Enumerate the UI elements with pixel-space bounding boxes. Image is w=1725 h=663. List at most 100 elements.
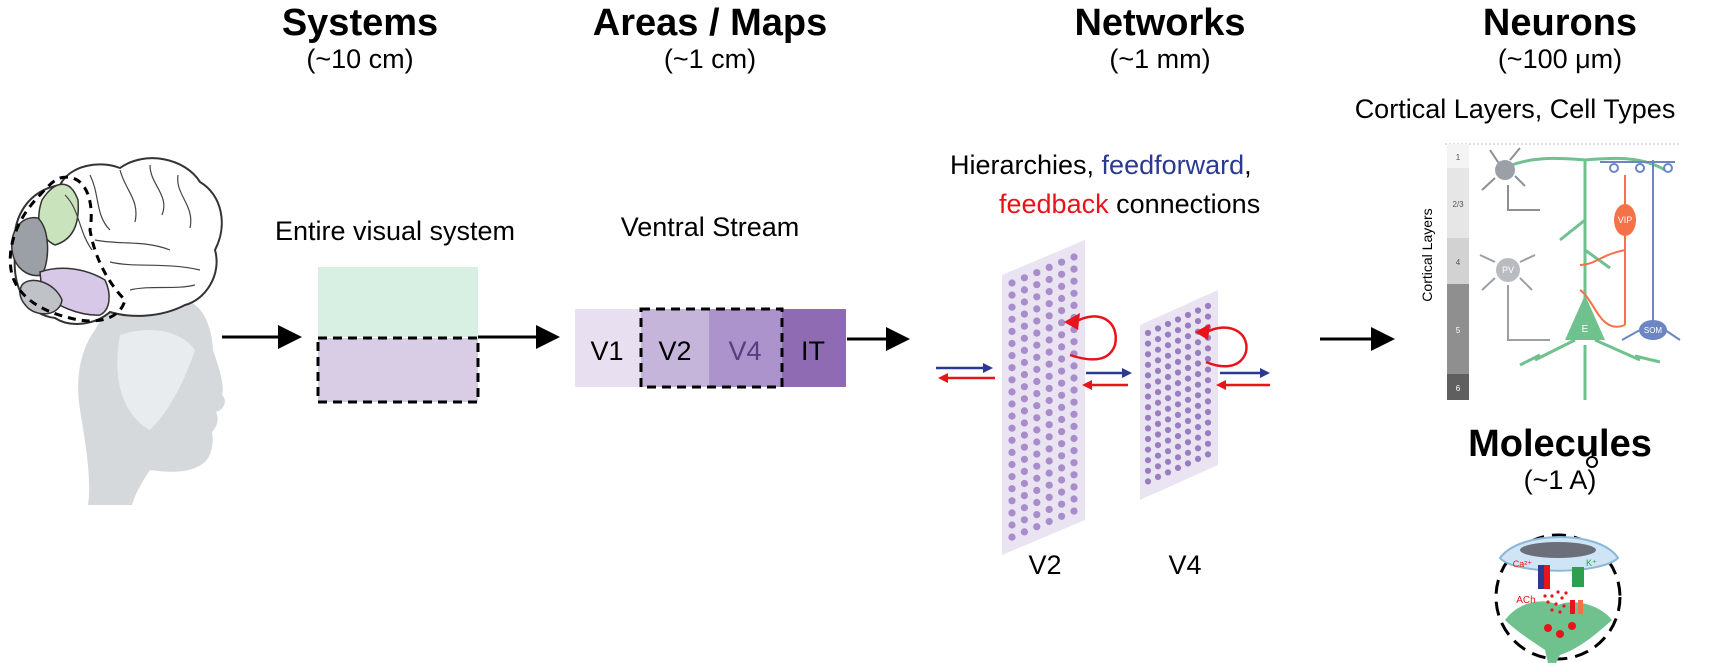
network-node bbox=[1070, 277, 1078, 285]
network-node bbox=[1033, 341, 1041, 349]
network-node bbox=[1184, 333, 1192, 340]
network-node bbox=[1144, 393, 1152, 400]
network-node bbox=[1144, 457, 1152, 464]
arrow-head-4 bbox=[1371, 327, 1395, 351]
network-node bbox=[1008, 448, 1016, 456]
head-illustration bbox=[8, 157, 225, 505]
network-node bbox=[1144, 414, 1152, 421]
recurrent-arrow-v4 bbox=[1204, 326, 1248, 368]
network-node bbox=[1194, 455, 1202, 462]
caption-comma: , bbox=[1244, 150, 1252, 180]
network-node bbox=[1184, 417, 1192, 425]
network-node bbox=[1070, 471, 1078, 479]
ach-dots bbox=[1543, 590, 1568, 614]
ach-molecule bbox=[1550, 594, 1554, 598]
areas-scale: (~1 cm) bbox=[663, 44, 757, 74]
network-node bbox=[1144, 361, 1152, 368]
network-node bbox=[1154, 410, 1162, 417]
network-node bbox=[1008, 521, 1016, 529]
brain-gyri bbox=[64, 164, 201, 291]
k-channel-2 bbox=[1578, 567, 1584, 587]
network-node bbox=[1033, 377, 1041, 386]
network-node bbox=[1184, 428, 1192, 435]
network-node bbox=[1194, 339, 1202, 346]
vesicle-organelle bbox=[1520, 542, 1596, 558]
network-node bbox=[1184, 375, 1192, 382]
network-node bbox=[1194, 413, 1202, 420]
network-node bbox=[1144, 372, 1152, 379]
network-node bbox=[1008, 364, 1016, 372]
e-neuron bbox=[1499, 156, 1666, 400]
network-node bbox=[1144, 351, 1152, 358]
network-node bbox=[1070, 459, 1078, 467]
network-node bbox=[1144, 382, 1152, 390]
network-node bbox=[1045, 457, 1053, 465]
network-node bbox=[1008, 303, 1016, 311]
network-node bbox=[1020, 298, 1028, 306]
network-node bbox=[1204, 408, 1212, 416]
network-node bbox=[1174, 401, 1182, 408]
vip-neuron bbox=[1579, 175, 1626, 328]
network-node bbox=[1058, 415, 1066, 424]
sheet-v4-dots bbox=[1144, 302, 1212, 485]
network-node bbox=[1070, 289, 1078, 297]
network-node bbox=[1154, 389, 1162, 396]
layer-label: 6 bbox=[1456, 384, 1461, 393]
network-node bbox=[1164, 373, 1172, 381]
network-node bbox=[1020, 419, 1028, 427]
network-node bbox=[1008, 388, 1016, 396]
network-node bbox=[1008, 509, 1016, 517]
network-node bbox=[1033, 402, 1041, 410]
network-node bbox=[1164, 331, 1172, 338]
network-node bbox=[1174, 422, 1182, 429]
network-node bbox=[1194, 392, 1202, 399]
pv-soma bbox=[1496, 258, 1520, 282]
network-node bbox=[1058, 258, 1066, 266]
network-node bbox=[1008, 473, 1016, 481]
network-node bbox=[1204, 355, 1212, 363]
network-node bbox=[1045, 300, 1053, 308]
network-node bbox=[1020, 334, 1028, 342]
network-node bbox=[1194, 318, 1202, 325]
network-node bbox=[1058, 403, 1066, 411]
network-node bbox=[1194, 349, 1202, 356]
recurrent-arrow-v2-head bbox=[1064, 313, 1080, 330]
network-node bbox=[1058, 500, 1066, 508]
network-node bbox=[1204, 398, 1212, 405]
network-node bbox=[1020, 516, 1028, 524]
network-node bbox=[1020, 274, 1028, 282]
ach-molecule bbox=[1558, 610, 1562, 614]
neurons-title: Neurons bbox=[1482, 2, 1638, 44]
network-node bbox=[1154, 378, 1162, 385]
network-node bbox=[1033, 523, 1041, 531]
network-node bbox=[1194, 402, 1202, 409]
ngf-neuron bbox=[1481, 147, 1540, 211]
network-node bbox=[1144, 467, 1152, 474]
k-channel-1 bbox=[1572, 567, 1578, 587]
network-node bbox=[1184, 343, 1192, 350]
network-node bbox=[1058, 428, 1066, 436]
e-label: E bbox=[1582, 324, 1589, 335]
network-node bbox=[1154, 367, 1162, 374]
network-node bbox=[1184, 386, 1192, 393]
network-node bbox=[1204, 451, 1212, 458]
network-node bbox=[1045, 493, 1053, 501]
cortical-layers-axis-label: Cortical Layers bbox=[1419, 208, 1435, 301]
area-label-v2: V2 bbox=[658, 336, 691, 366]
network-node bbox=[1070, 398, 1078, 406]
layer-5-band bbox=[1447, 284, 1469, 374]
network-node bbox=[1144, 478, 1152, 485]
ngf-soma bbox=[1495, 160, 1515, 180]
network-node bbox=[1058, 440, 1066, 448]
systems-scale: (~10 cm) bbox=[306, 44, 414, 74]
network-node bbox=[1045, 445, 1053, 453]
network-node bbox=[1045, 324, 1053, 332]
network-node bbox=[1033, 390, 1041, 398]
network-node bbox=[1008, 291, 1016, 299]
network-node bbox=[1058, 379, 1066, 387]
network-node bbox=[1070, 422, 1078, 430]
arrow-head-3 bbox=[886, 327, 910, 351]
ach-molecule bbox=[1564, 591, 1568, 595]
area-label-v4: V4 bbox=[728, 336, 761, 366]
ach-molecule bbox=[1550, 608, 1554, 612]
